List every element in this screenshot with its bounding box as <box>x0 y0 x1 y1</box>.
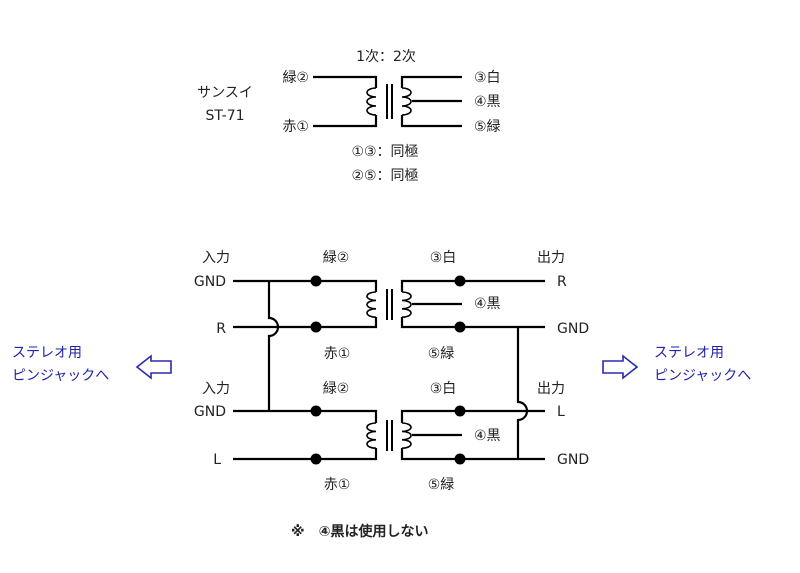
l-input-gnd-label: GND <box>194 404 226 420</box>
l-secondary-3-label: ⑤緑 <box>428 477 455 493</box>
transformer-reference: 1次：2次 サンスイ ST-71 緑② 赤① ③白 ④黒 ⑤緑 ①③：同極 ②⑤… <box>197 49 500 184</box>
right-jack-line2: ピンジャックへ <box>654 368 751 384</box>
junction-dot <box>310 405 322 417</box>
right-arrow-icon <box>602 354 639 380</box>
model-maker-label: サンスイ <box>197 85 253 101</box>
right-jack-line1: ステレオ用 <box>654 345 724 361</box>
polarity-note-2: ②⑤：同極 <box>351 168 418 184</box>
turns-ratio-label: 1次：2次 <box>356 49 416 65</box>
l-output-l-label: L <box>557 404 565 420</box>
r-output-r-label: R <box>557 274 567 290</box>
junction-dot <box>454 405 466 417</box>
primary-top-label: 緑② <box>282 70 309 86</box>
l-channel-circuit: 入力 GND L 緑② 赤① ③白 ④黒 ⑤緑 出力 L GND <box>194 381 589 493</box>
l-primary-top-label: 緑② <box>323 381 350 397</box>
secondary-2-label: ④黒 <box>474 94 501 110</box>
primary-bottom-label: 赤① <box>282 119 309 135</box>
l-input-label: 入力 <box>202 381 230 397</box>
l-output-label: 出力 <box>537 381 565 397</box>
r-input-label: 入力 <box>202 250 230 266</box>
r-primary-top-label: 緑② <box>323 250 350 266</box>
unused-wire-note: ※ ④黒は使用しない <box>291 523 428 540</box>
l-secondary-1-label: ③白 <box>430 381 457 397</box>
r-secondary-2-label: ④黒 <box>474 296 501 312</box>
polarity-note-1: ①③：同極 <box>351 144 418 160</box>
secondary-1-label: ③白 <box>474 70 501 86</box>
r-secondary-1-label: ③白 <box>430 250 457 266</box>
model-number-label: ST-71 <box>205 108 244 124</box>
junction-dot <box>310 275 322 287</box>
junction-dot <box>454 321 466 333</box>
l-primary-bottom-label: 赤① <box>324 477 351 493</box>
left-jack-callout: ステレオ用 ピンジャックへ <box>12 345 172 384</box>
l-output-gnd-label: GND <box>557 452 589 468</box>
right-ground-bus <box>516 327 529 459</box>
l-secondary-2-label: ④黒 <box>474 428 501 444</box>
left-jack-line1: ステレオ用 <box>12 345 82 361</box>
junction-dot <box>310 321 322 333</box>
r-input-gnd-label: GND <box>194 274 226 290</box>
l-input-l-label: L <box>213 452 221 468</box>
left-jack-line2: ピンジャックへ <box>12 368 109 384</box>
r-output-label: 出力 <box>537 250 565 266</box>
left-arrow-icon <box>135 354 172 380</box>
right-jack-callout: ステレオ用 ピンジャックへ <box>602 345 751 384</box>
reference-transformer-symbol <box>313 75 462 128</box>
r-output-gnd-label: GND <box>557 321 589 337</box>
r-secondary-3-label: ⑤緑 <box>428 346 455 362</box>
left-ground-bus <box>267 281 280 411</box>
r-channel-circuit: 入力 GND R 緑② 赤① ③白 ④黒 ⑤緑 出力 R GND <box>194 250 589 362</box>
junction-dot <box>454 275 466 287</box>
junction-dot <box>454 453 466 465</box>
secondary-3-label: ⑤緑 <box>474 119 501 135</box>
r-primary-bottom-label: 赤① <box>324 346 351 362</box>
r-input-r-label: R <box>216 321 226 337</box>
junction-dot <box>310 453 322 465</box>
